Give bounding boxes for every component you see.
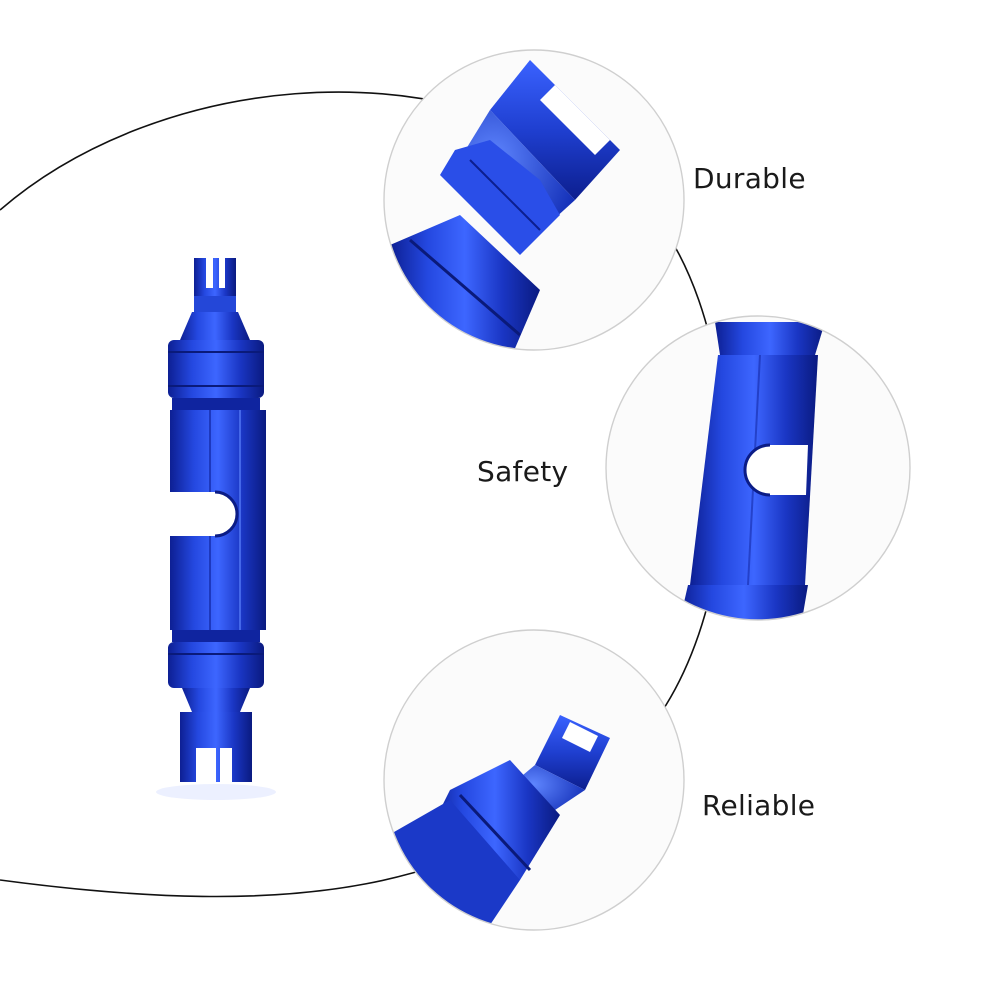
detail-circle-durable bbox=[383, 49, 685, 351]
feature-label-reliable: Reliable bbox=[702, 789, 816, 822]
detail-circle-safety bbox=[605, 315, 911, 621]
valve-tool-main bbox=[156, 258, 276, 800]
feature-label-durable: Durable bbox=[693, 162, 806, 195]
detail-circle-reliable bbox=[383, 629, 685, 931]
feature-label-safety: Safety bbox=[477, 455, 569, 488]
